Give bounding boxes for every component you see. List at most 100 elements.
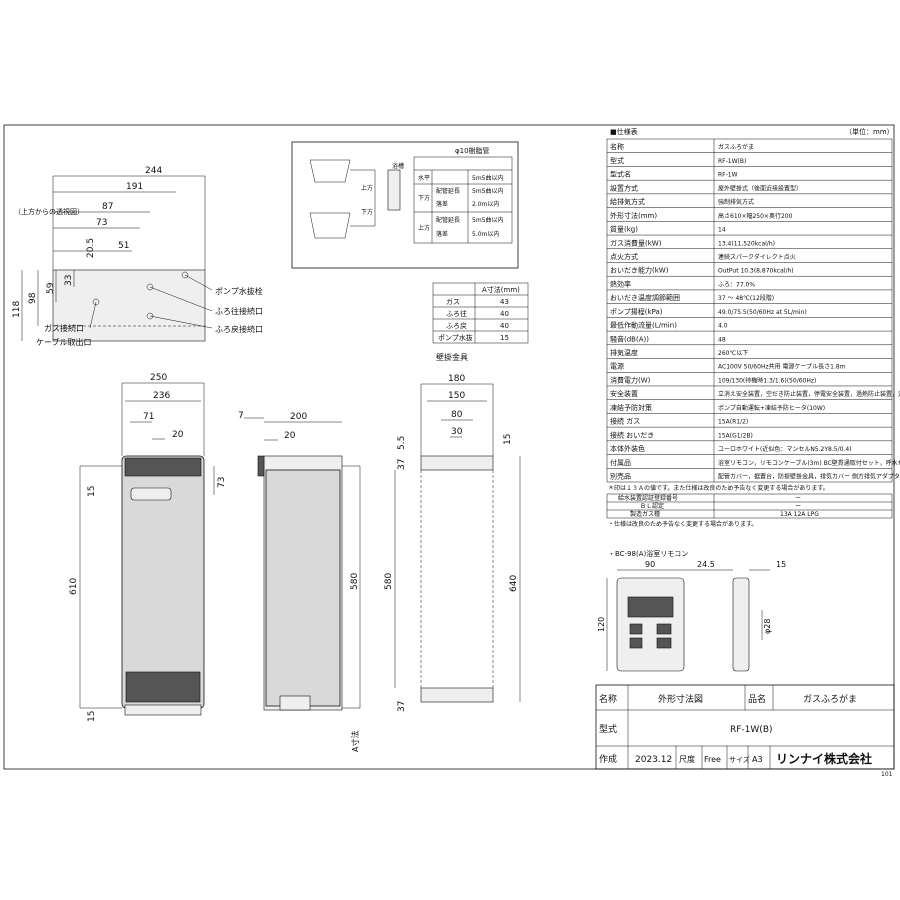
svg-text:落差: 落差 [436, 200, 448, 208]
remote-front [616, 577, 685, 672]
spec-value: 屋外壁掛式（後面近接設置型） [718, 184, 802, 192]
bottom-fittings [124, 704, 202, 716]
label-bath-out: ふろ往接続口 [215, 306, 263, 316]
remote-side [732, 577, 750, 672]
spec-key: 型式 [610, 156, 624, 165]
spec-value: 配管カバー，据置台，防振壁掛金具，排気カバー 側方排気アダプタ，離隔アダプタW，… [718, 473, 900, 481]
svg-text:2.0m以内: 2.0m以内 [472, 200, 499, 208]
svg-text:給水装置認証登録番号: 給水装置認証登録番号 [618, 494, 678, 502]
svg-text:A寸法(mm): A寸法(mm) [482, 285, 520, 294]
tb-date-label: 作成 [599, 753, 617, 765]
dim-71: 71 [143, 412, 154, 422]
spec-key: 排気温度 [610, 348, 638, 357]
tb-hinmei-value: ガスふろがま [803, 693, 857, 705]
spec-value: 13.4(11,520kcal/h) [718, 240, 775, 247]
spec-key: おいだき能力(kW) [610, 266, 669, 275]
spec-key: 最低作動流量(L/min) [610, 321, 677, 330]
spec-value: ガスふろがま [718, 143, 754, 151]
svg-text:13A 12A LPG: 13A 12A LPG [780, 511, 819, 518]
spec-key: 別売品 [610, 472, 631, 481]
label-cable-outlet: ケーブル取出口 [36, 337, 92, 347]
dim-150: 150 [448, 391, 465, 401]
dim-200: 200 [290, 412, 307, 422]
unit-note: （単位：mm） [845, 127, 894, 136]
piping-upper: 上方 [361, 184, 373, 192]
gas-port-icon [92, 298, 100, 306]
svg-text:上方: 上方 [418, 224, 430, 232]
dim-20-front: 20 [172, 430, 184, 440]
spec-key: 消費電力(W) [610, 375, 651, 384]
side-fittings [279, 695, 311, 711]
dim-640: 640 [509, 575, 519, 592]
dim-20-5: 20.5 [86, 238, 96, 258]
dim-15-remote: 15 [776, 560, 786, 569]
spec-footnote: ＊印は１３Ａの値です。また仕様は改良のため予告なく変更する場合があります。 [608, 484, 829, 492]
top-view-title: （上方からの透視図） [14, 207, 84, 216]
side-panel [265, 469, 341, 707]
tb-scale-value: Free [704, 755, 721, 764]
svg-text:水平: 水平 [418, 174, 430, 182]
spec-value: 立消え安全装置，空だき防止装置，停電安全装置，過熱防止装置，過電流安全装置，ファ… [718, 390, 900, 398]
spec-key: 外形寸法(mm) [610, 211, 657, 220]
dim-15-top: 15 [87, 486, 97, 497]
spec-key: 騒音(dB(A)) [610, 334, 649, 343]
spec-value: AC100V 50/60Hz共用 電源ケーブル長さ1.8m [718, 363, 846, 371]
dim-80: 80 [451, 410, 463, 420]
svg-text:ふろ往: ふろ往 [446, 309, 467, 318]
svg-text:5.0m以内: 5.0m以内 [472, 230, 499, 238]
spec-value: 109/130(待機時1.3/1.6)(50/60Hz) [718, 376, 816, 384]
spec-key: 設置方式 [610, 183, 638, 192]
spec-value: 15A(G1/2B) [718, 432, 753, 439]
dim-90: 90 [645, 560, 655, 569]
tb-page-code: 101 [881, 771, 893, 778]
dim-98: 98 [28, 292, 38, 304]
dim-87: 87 [102, 202, 113, 212]
dim-73: 73 [96, 218, 107, 228]
top-view-outline [52, 269, 206, 342]
bath-return-port-icon [146, 312, 154, 320]
spec-value: 48 [718, 336, 726, 343]
dim-73-front: 73 [217, 477, 227, 488]
spec-value: 高さ610×幅250×奥行200 [718, 212, 793, 220]
svg-text:5m5曲以内: 5m5曲以内 [472, 216, 503, 224]
dim-120: 120 [597, 617, 606, 632]
dim-15-bottom: 15 [87, 711, 97, 722]
remote-button-a [656, 623, 672, 635]
dim-7: 7 [238, 411, 244, 421]
tb-date-value: 2023.12 [635, 755, 672, 765]
dim-180: 180 [448, 374, 465, 384]
spec-key: 給排気方式 [610, 197, 645, 206]
dim-236: 236 [153, 391, 170, 401]
dim-37-bottom: 37 [397, 701, 407, 712]
side-view: 7 200 20 580 A寸法 [238, 411, 361, 752]
dim-580-side: 580 [350, 573, 360, 590]
dim-250: 250 [150, 373, 167, 383]
spec-key: 本体外装色 [610, 444, 645, 453]
a-dim-label: A寸法 [350, 731, 360, 752]
tb-model-value: RF-1W(B) [730, 725, 773, 735]
svg-text:5m5曲以内: 5m5曲以内 [472, 174, 503, 182]
spec-key: 型式名 [610, 170, 631, 179]
top-connector-strip [124, 457, 202, 477]
front-view: 250 236 71 20 610 15 15 73 [69, 373, 227, 722]
remote-drawing: ・BC-98(A)浴室リモコン 90 24.5 15 120 φ28 [597, 549, 786, 672]
remote-display [627, 596, 674, 618]
spec-key: ガス消費量(kW) [610, 238, 662, 247]
spec-title: ■仕様表 [610, 127, 638, 136]
spec-value: ユーロホワイト(近似色：マンセルN5.2Y8.5/0.4) [718, 445, 851, 453]
bracket-view: 壁掛金具 180 150 80 30 5.5 15 37 37 580 640 [384, 352, 521, 712]
side-bracket [257, 455, 265, 477]
spec-value: 4.0 [718, 323, 728, 330]
svg-text:43: 43 [500, 298, 509, 306]
spec-value: 浴室リモコン，リモコンケーブル(3m) BC壁貫通取付セット，呼水セット，ねじセ… [718, 459, 900, 467]
spec-value: RF-1W(B) [718, 158, 746, 165]
spec-value: RF-1W [718, 172, 738, 179]
spec-key: 熱効率 [610, 279, 631, 288]
dim-37-top: 37 [397, 459, 407, 470]
tb-model-label: 型式 [599, 723, 617, 735]
piping-bath: 浴槽 [392, 162, 404, 170]
svg-text:ガス: ガス [446, 297, 460, 306]
spec-key: 名称 [610, 142, 624, 151]
